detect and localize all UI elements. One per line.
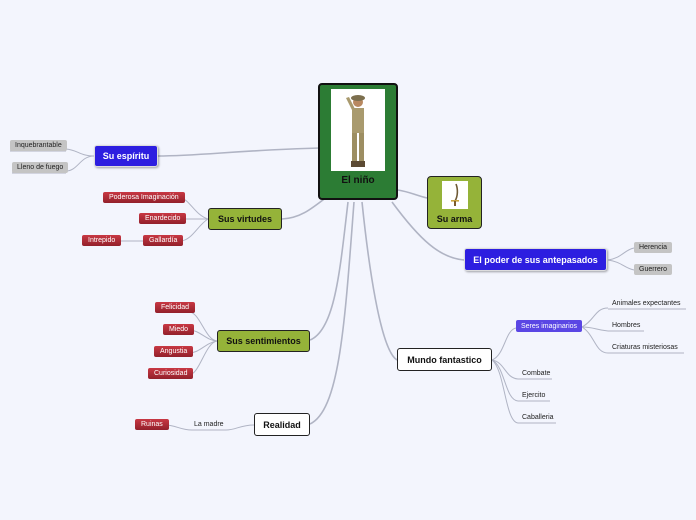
virtud-enardecido[interactable]: Enardecido — [139, 213, 187, 224]
virtudes-node[interactable]: Sus virtudes — [208, 208, 282, 230]
antepasados-node[interactable]: El poder de sus antepasados — [464, 248, 607, 271]
sentimiento-miedo[interactable]: Miedo — [163, 324, 195, 335]
espiritu-child-inquebrantable[interactable]: Inquebrantable — [10, 140, 67, 151]
soldier-icon — [346, 95, 365, 167]
sentimiento-curiosidad[interactable]: Curiosidad — [148, 368, 194, 379]
seres-child-hombres[interactable]: Hombres — [612, 322, 641, 329]
central-label: El niño — [341, 175, 375, 186]
mundo-node[interactable]: Mundo fantastico — [397, 348, 492, 371]
espiritu-node[interactable]: Su espíritu — [94, 145, 158, 167]
virtud-intrepido[interactable]: Intrepido — [82, 235, 122, 246]
arma-node[interactable]: Su arma — [427, 176, 482, 229]
seres-child-criaturas[interactable]: Criaturas misteriosas — [612, 344, 678, 351]
soldier-photo — [331, 89, 385, 171]
seres-node[interactable]: Seres imaginarios — [516, 320, 583, 332]
sentimientos-node[interactable]: Sus sentimientos — [217, 330, 310, 352]
antepasados-child-herencia[interactable]: Herencia — [634, 242, 673, 253]
mundo-child-caballeria[interactable]: Caballeria — [522, 414, 554, 421]
central-node[interactable]: El niño — [318, 83, 398, 200]
realidad-node[interactable]: Realidad — [254, 413, 310, 436]
sword-image — [441, 181, 468, 209]
virtud-gallardia[interactable]: Gallardía — [143, 235, 184, 246]
espiritu-child-fuego[interactable]: Lleno de fuego — [12, 162, 69, 173]
sentimiento-felicidad[interactable]: Felicidad — [155, 302, 196, 313]
realidad-child-ruinas[interactable]: Ruinas — [135, 419, 169, 430]
sword-icon — [450, 183, 459, 206]
arma-label: Su arma — [436, 214, 473, 224]
sentimiento-angustia[interactable]: Angustia — [154, 346, 194, 357]
seres-child-animales[interactable]: Animales expectantes — [612, 300, 681, 307]
mundo-child-ejercito[interactable]: Ejercito — [522, 392, 546, 399]
realidad-child-madre[interactable]: La madre — [194, 421, 224, 428]
antepasados-child-guerrero[interactable]: Guerrero — [634, 264, 673, 275]
virtud-imaginacion[interactable]: Poderosa Imaginación — [103, 192, 185, 203]
mundo-child-combate[interactable]: Combate — [522, 370, 551, 377]
